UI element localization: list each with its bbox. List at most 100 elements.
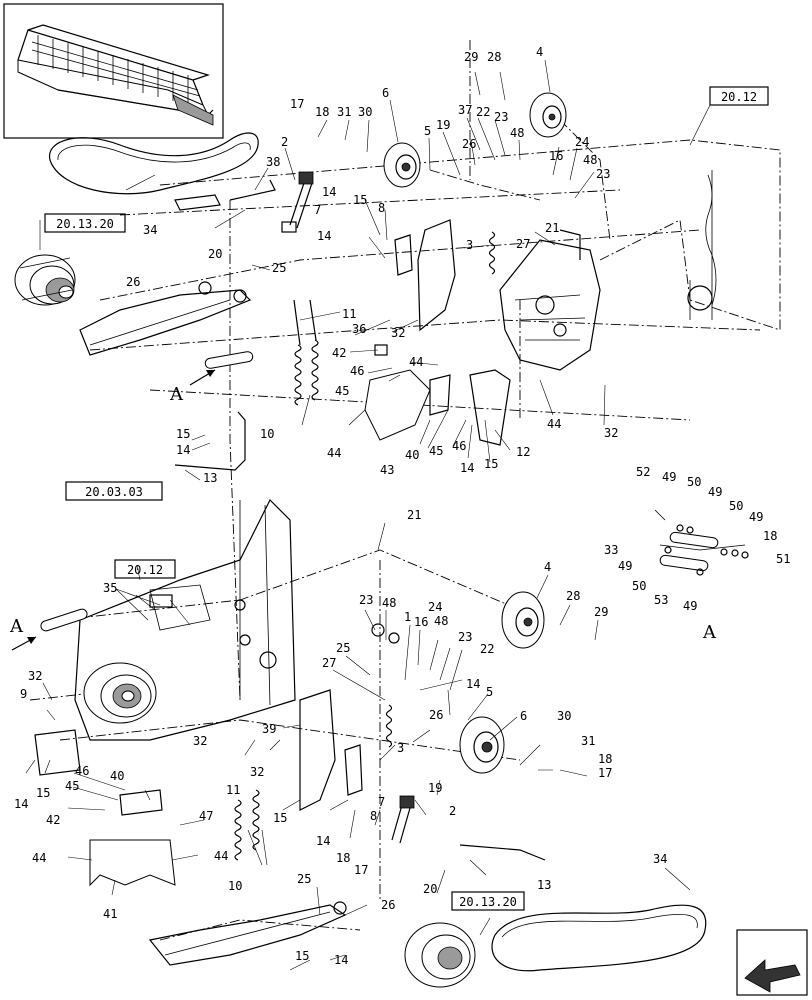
upper-drive-housing <box>499 170 717 371</box>
callout: 25 <box>297 872 311 886</box>
callout: 49 <box>749 510 763 524</box>
callout: 37 <box>458 103 472 117</box>
lower-springs <box>234 704 393 861</box>
callout: 15 <box>295 949 309 963</box>
callout: 6 <box>382 86 389 100</box>
callout: 13 <box>537 878 551 892</box>
ref-box-20-13-20-upper[interactable]: 20.13.20 <box>44 213 126 233</box>
left-links <box>40 351 254 632</box>
callout: 23 <box>494 110 508 124</box>
callout: 32 <box>193 734 207 748</box>
callout: 29 <box>594 605 608 619</box>
lower-linkage <box>148 901 347 966</box>
leader-lines <box>25 59 711 971</box>
upper-clutch-assembly <box>14 254 76 306</box>
ref-box-20-03-03[interactable]: 20.03.03 <box>65 481 163 501</box>
callout: 32 <box>604 426 618 440</box>
callout: 2 <box>449 804 456 818</box>
callout: 46 <box>75 764 89 778</box>
callout: 49 <box>683 599 697 613</box>
callout: 36 <box>352 322 366 336</box>
ref-label: 20.13.20 <box>459 895 517 909</box>
callout: 5 <box>486 685 493 699</box>
callout: 15 <box>273 811 287 825</box>
callout: 29 <box>464 50 478 64</box>
next-page-arrow-icon[interactable] <box>736 929 808 996</box>
callout: 10 <box>228 879 242 893</box>
callout: 19 <box>436 118 450 132</box>
lower-housing-clutch <box>83 662 157 724</box>
callout: 14 <box>176 443 190 457</box>
rod-upper <box>174 411 246 471</box>
lower-brackets <box>34 689 546 887</box>
callout: 46 <box>350 364 364 378</box>
callout: 21 <box>545 221 559 235</box>
callout: 46 <box>452 439 466 453</box>
callout: 20 <box>423 882 437 896</box>
drive-belt-upper <box>49 132 259 195</box>
callout: 11 <box>226 783 240 797</box>
callout: 27 <box>516 237 530 251</box>
callout: 26 <box>126 275 140 289</box>
callout: 16 <box>549 149 563 163</box>
lower-pulleys <box>371 591 545 844</box>
callout: 26 <box>462 137 476 151</box>
callout: 50 <box>632 579 646 593</box>
callout: 47 <box>199 809 213 823</box>
view-label-a: A <box>169 384 184 405</box>
callout: 2 <box>281 135 288 149</box>
callout: 18 <box>315 105 329 119</box>
ref-label: 20.03.03 <box>85 485 143 499</box>
callout: 14 <box>317 229 331 243</box>
callout: 31 <box>581 734 595 748</box>
callout: 7 <box>378 795 385 809</box>
callout: 3 <box>397 741 404 755</box>
callout: 18 <box>763 529 777 543</box>
callout: 30 <box>358 105 372 119</box>
callout: 1 <box>404 610 411 624</box>
callout: 19 <box>428 781 442 795</box>
callout: 53 <box>654 593 668 607</box>
callout: 10 <box>260 427 274 441</box>
callout: 22 <box>480 642 494 656</box>
view-arrows <box>11 369 216 651</box>
callout: 41 <box>103 907 117 921</box>
callout: 38 <box>266 155 280 169</box>
callout: 32 <box>391 326 405 340</box>
callout: 32 <box>28 669 42 683</box>
view-label-a: A <box>9 616 24 637</box>
callout: 32 <box>250 765 264 779</box>
callout: 40 <box>110 769 124 783</box>
callout: 11 <box>342 307 356 321</box>
callout: 14 <box>466 677 480 691</box>
ref-box-20-13-20-lower[interactable]: 20.13.20 <box>451 891 525 911</box>
callout: 48 <box>510 126 524 140</box>
callout: 7 <box>314 203 321 217</box>
callout: 50 <box>729 499 743 513</box>
callout: 48 <box>583 153 597 167</box>
callout: 21 <box>407 508 421 522</box>
detail-view-a <box>654 509 749 576</box>
callout: 30 <box>557 709 571 723</box>
ref-box-20-12-lower[interactable]: 20.12 <box>114 559 176 579</box>
callout: 4 <box>544 560 551 574</box>
callout: 39 <box>262 722 276 736</box>
callouts: 29 28 4 17 18 31 30 6 5 19 37 22 23 48 1… <box>14 45 790 967</box>
callout: 49 <box>662 470 676 484</box>
callout: 52 <box>636 465 650 479</box>
callout: 15 <box>353 193 367 207</box>
callout: 6 <box>520 709 527 723</box>
ref-box-20-12-upper[interactable]: 20.12 <box>709 86 769 106</box>
upper-pulleys <box>281 92 567 233</box>
callout: 22 <box>476 105 490 119</box>
lower-drive-housing <box>74 498 296 741</box>
callout: 9 <box>20 687 27 701</box>
callout: 43 <box>380 463 394 477</box>
callout: 3 <box>466 238 473 252</box>
callout: 23 <box>596 167 610 181</box>
callout: 44 <box>409 355 423 369</box>
callout: 17 <box>290 97 304 111</box>
callout: 28 <box>487 50 501 64</box>
callout: 34 <box>143 223 157 237</box>
callout: 16 <box>414 615 428 629</box>
